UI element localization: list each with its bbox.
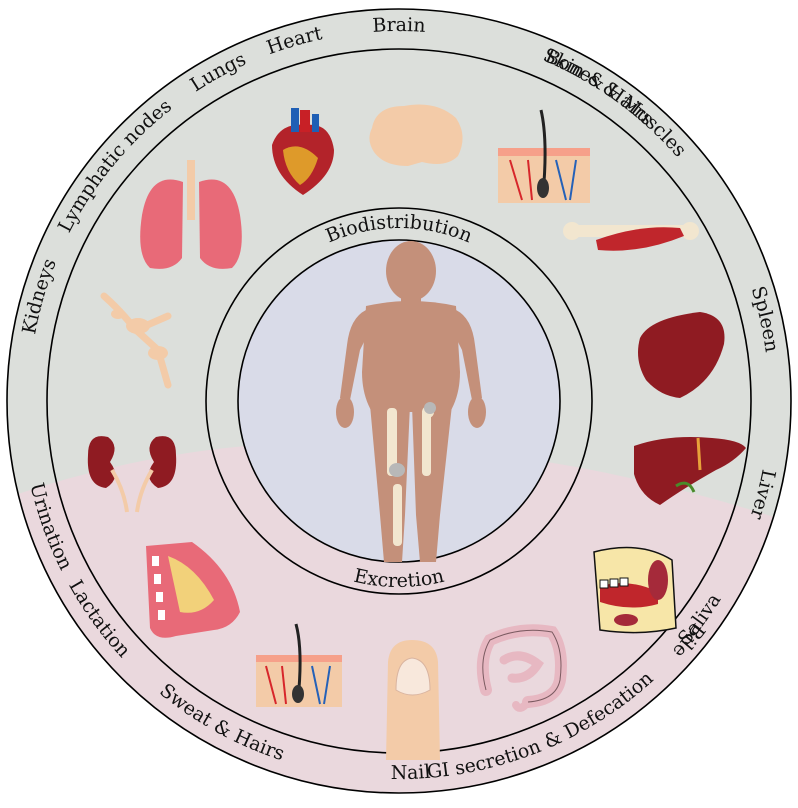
fingernail-icon: [386, 640, 440, 760]
label-brain: Brain: [372, 14, 426, 37]
mouth-salivary-icon: [594, 548, 676, 633]
label-nail: Nail: [391, 761, 431, 784]
brain-icon: [369, 105, 462, 167]
